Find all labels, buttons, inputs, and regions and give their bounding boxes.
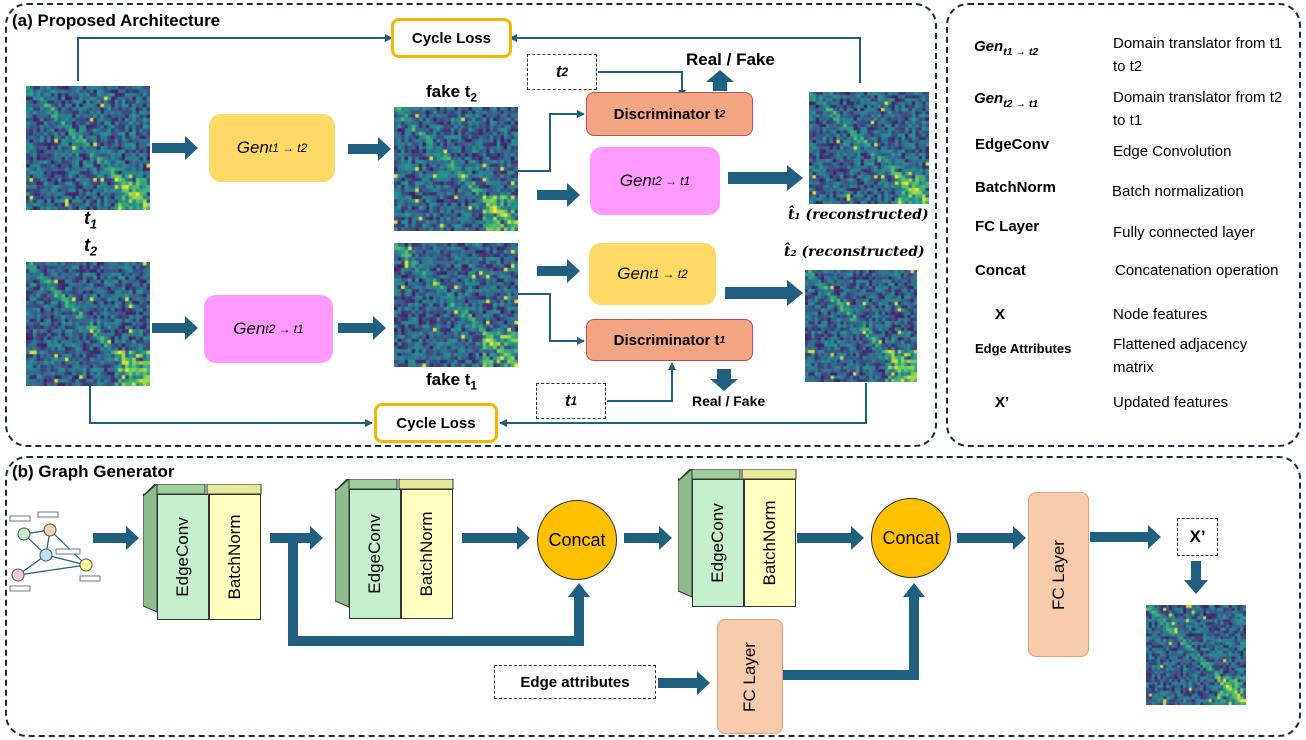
arrow-fc-to-xprime [1090, 525, 1161, 549]
heatmap-reconstructed-t2 [805, 270, 917, 382]
legend-key: Edge Attributes [975, 341, 1072, 356]
arrow-edgeattr-to-fc [658, 671, 710, 695]
legend-key: X’ [995, 394, 1010, 411]
arrow-bn2-to-concat1 [462, 526, 530, 550]
heatmap-fake-t1 [394, 243, 518, 367]
legend-key: FC Layer [975, 218, 1040, 235]
label-fake-t1: fake t1 [426, 370, 478, 393]
arrow-real-fake-up [706, 70, 734, 91]
arrow-to-gen-t1t2 [537, 259, 580, 283]
legend-value: Domain translator from t2 to t1 [1113, 89, 1283, 129]
concat-node-2: Concat [871, 498, 951, 578]
label-real-fake-top: Real / Fake [686, 50, 775, 69]
legend-value: Batch normalization [1112, 183, 1244, 200]
fc-layer-2: FC Layer [717, 619, 783, 734]
heatmap-reconstructed-t1 [809, 92, 929, 204]
legend-value: Flattened adjacency matrix [1113, 336, 1248, 376]
legend-panel [946, 3, 1301, 447]
thick-arrows [93, 70, 1208, 695]
heatmap-t2 [26, 262, 150, 386]
heatmap-output [1146, 605, 1246, 705]
edgeconv-block-2: EdgeConv [349, 489, 401, 619]
arrow-gen-to-fake-t2 [348, 137, 391, 161]
legend-key: EdgeConv [975, 136, 1050, 153]
legend-key: Gent1 → t2 [974, 38, 1039, 58]
edge-attributes-box: Edge attributes [494, 665, 656, 699]
label-reconstructed-t1: t̂₁ (reconstructed) [788, 207, 929, 223]
batchnorm-block-3: BatchNorm [744, 479, 796, 607]
label-real-fake-bottom: Real / Fake [692, 393, 766, 409]
thick-connectors [288, 538, 925, 680]
legend-key: X [995, 306, 1006, 323]
arrow-t2-to-gen [152, 316, 198, 340]
legend-value: Node features [1113, 306, 1208, 323]
label-reconstructed-t2: t̂₂ (reconstructed) [784, 244, 925, 260]
legend-value: Fully connected layer [1113, 224, 1255, 241]
legend-value: Concatenation operation [1115, 262, 1279, 279]
x-prime-box: X’ [1177, 518, 1218, 556]
legend-key: BatchNorm [975, 179, 1056, 196]
label-t1: t1 [84, 208, 98, 232]
input-graph-icon [9, 511, 101, 592]
edgeconv-block-3: EdgeConv [692, 479, 744, 607]
legend-value: Edge Convolution [1113, 143, 1232, 160]
arrow-gen-to-fake-t1 [338, 316, 386, 340]
arrow-bn3-to-concat2 [797, 526, 864, 550]
label-t2: t2 [84, 235, 98, 259]
legend-key: Concat [975, 262, 1026, 279]
panel-graph-generator [5, 456, 1301, 737]
batchnorm-block-1: BatchNorm [209, 494, 261, 620]
thin-connectors [77, 34, 867, 427]
arrow-xprime-down [1184, 561, 1208, 594]
legend-value: Domain translator from t1 to t2 [1113, 35, 1283, 75]
heatmap-t1 [26, 86, 150, 210]
arrow-gen-to-recon-t2 [725, 280, 803, 306]
legend-key: Gent2 → t1 [974, 90, 1039, 110]
arrow-graph-to-edgeconv [93, 526, 139, 550]
panel-b-title: (b) Graph Generator [12, 462, 175, 481]
concat-node-1: Concat [537, 500, 617, 580]
legend-value: Updated features [1113, 394, 1229, 411]
panel-a-title: (a) Proposed Architecture [12, 11, 221, 30]
arrow-real-fake-down [710, 369, 738, 391]
arrow-to-gen-t2t1 [537, 183, 580, 207]
arrow-gen-to-recon-t1 [728, 165, 803, 191]
edgeconv-block-1: EdgeConv [157, 494, 209, 620]
heatmap-fake-t2 [394, 107, 518, 231]
cycle-loss-top: Cycle Loss [391, 18, 512, 58]
fc-layer-1: FC Layer [1028, 492, 1089, 657]
batchnorm-block-2: BatchNorm [401, 489, 453, 619]
arrow-t1-to-gen [152, 136, 198, 160]
edgeconv-block-1-depth [143, 484, 262, 613]
cycle-loss-bottom: Cycle Loss [374, 403, 498, 443]
arrow-concat2-to-fc [957, 526, 1026, 550]
panel-proposed-architecture [5, 3, 937, 447]
label-fake-t2: fake t2 [426, 82, 478, 105]
arrow-concat1-to-edgeconv3 [624, 526, 672, 550]
